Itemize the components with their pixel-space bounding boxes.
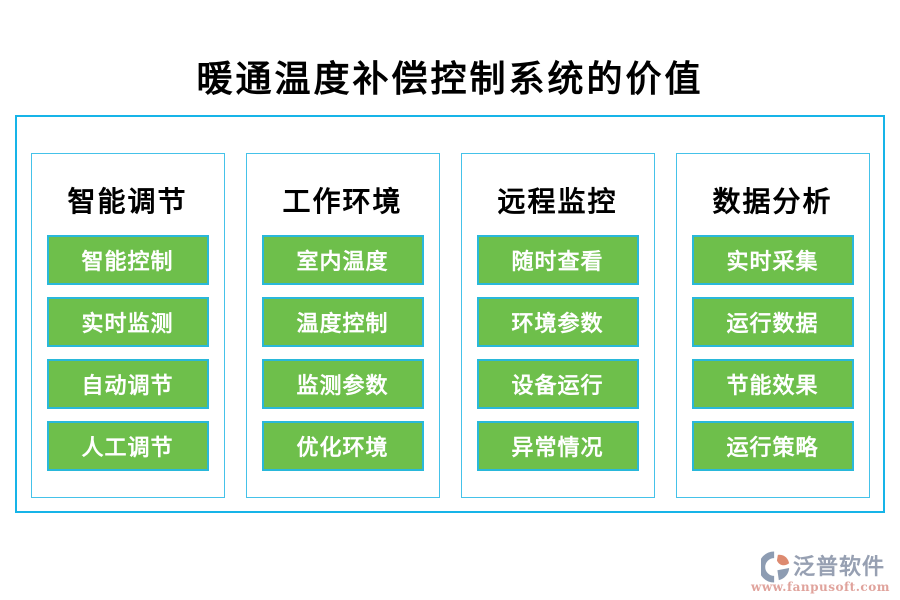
column-header: 工作环境 <box>282 185 403 218</box>
column-remote-monitoring: 远程监控 随时查看 环境参数 设备运行 异常情况 <box>460 153 655 498</box>
value-item: 自动调节 <box>46 359 209 409</box>
column-header: 数据分析 <box>712 185 833 218</box>
value-item: 实时采集 <box>691 235 854 285</box>
column-intelligent-adjustment: 智能调节 智能控制 实时监测 自动调节 人工调节 <box>30 153 225 498</box>
value-diagram-panel: 智能调节 智能控制 实时监测 自动调节 人工调节 工作环境 室内温度 温度控制 … <box>15 115 885 513</box>
column-header: 智能调节 <box>67 185 188 218</box>
value-item: 优化环境 <box>261 421 424 471</box>
value-item: 智能控制 <box>46 235 209 285</box>
value-item: 随时查看 <box>476 235 639 285</box>
value-item: 运行策略 <box>691 421 854 471</box>
value-item: 监测参数 <box>261 359 424 409</box>
watermark-brand: 泛普软件 <box>792 554 885 580</box>
value-item: 实时监测 <box>46 297 209 347</box>
fanpu-logo-icon <box>760 551 791 583</box>
watermark-url: www.fanpusoft.com <box>751 580 890 594</box>
page-title: 暖通温度补偿控制系统的价值 <box>196 58 704 100</box>
value-item: 异常情况 <box>476 421 639 471</box>
value-item: 节能效果 <box>691 359 854 409</box>
column-header: 远程监控 <box>497 185 618 218</box>
value-item: 设备运行 <box>476 359 639 409</box>
column-work-environment: 工作环境 室内温度 温度控制 监测参数 优化环境 <box>245 153 440 498</box>
value-item: 室内温度 <box>261 235 424 285</box>
value-item: 温度控制 <box>261 297 424 347</box>
value-item: 人工调节 <box>46 421 209 471</box>
value-item: 环境参数 <box>476 297 639 347</box>
watermark: 泛普软件 www.fanpusoft.com <box>751 551 890 594</box>
column-data-analysis: 数据分析 实时采集 运行数据 节能效果 运行策略 <box>675 153 870 498</box>
value-item: 运行数据 <box>691 297 854 347</box>
